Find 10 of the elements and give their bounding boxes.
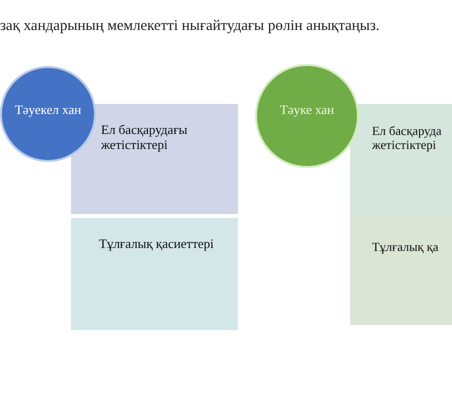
circle-label: Тәуекел хан <box>14 101 82 120</box>
text-box <box>71 218 238 330</box>
box-text: Тұлғалық қасиеттері <box>99 236 215 251</box>
box-text: Ел басқарудағы жетістіктері <box>101 122 188 152</box>
circle-label: Тәуке хан <box>280 101 334 120</box>
title: зақ хандарының мемлекетті нығайтудағы рөлін анықтаңыз. <box>0 17 380 35</box>
box-text: Ел басқаруда жетістіктері <box>372 124 443 152</box>
box-text: Тұлғалық қа <box>372 240 440 254</box>
text-box <box>350 216 452 325</box>
text-box <box>350 104 452 216</box>
